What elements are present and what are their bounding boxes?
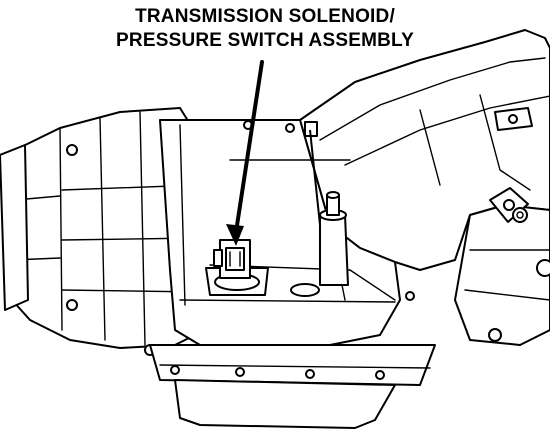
callout-label-line-1: TRANSMISSION SOLENOID/ bbox=[135, 6, 395, 27]
oil-pan bbox=[149, 328, 502, 429]
mount-bracket bbox=[454, 187, 550, 346]
callout-label-line-2: PRESSURE SWITCH ASSEMBLY bbox=[116, 30, 414, 51]
solenoid-pressure-switch-assembly bbox=[205, 239, 269, 296]
leader-arrow-icon bbox=[226, 60, 264, 246]
